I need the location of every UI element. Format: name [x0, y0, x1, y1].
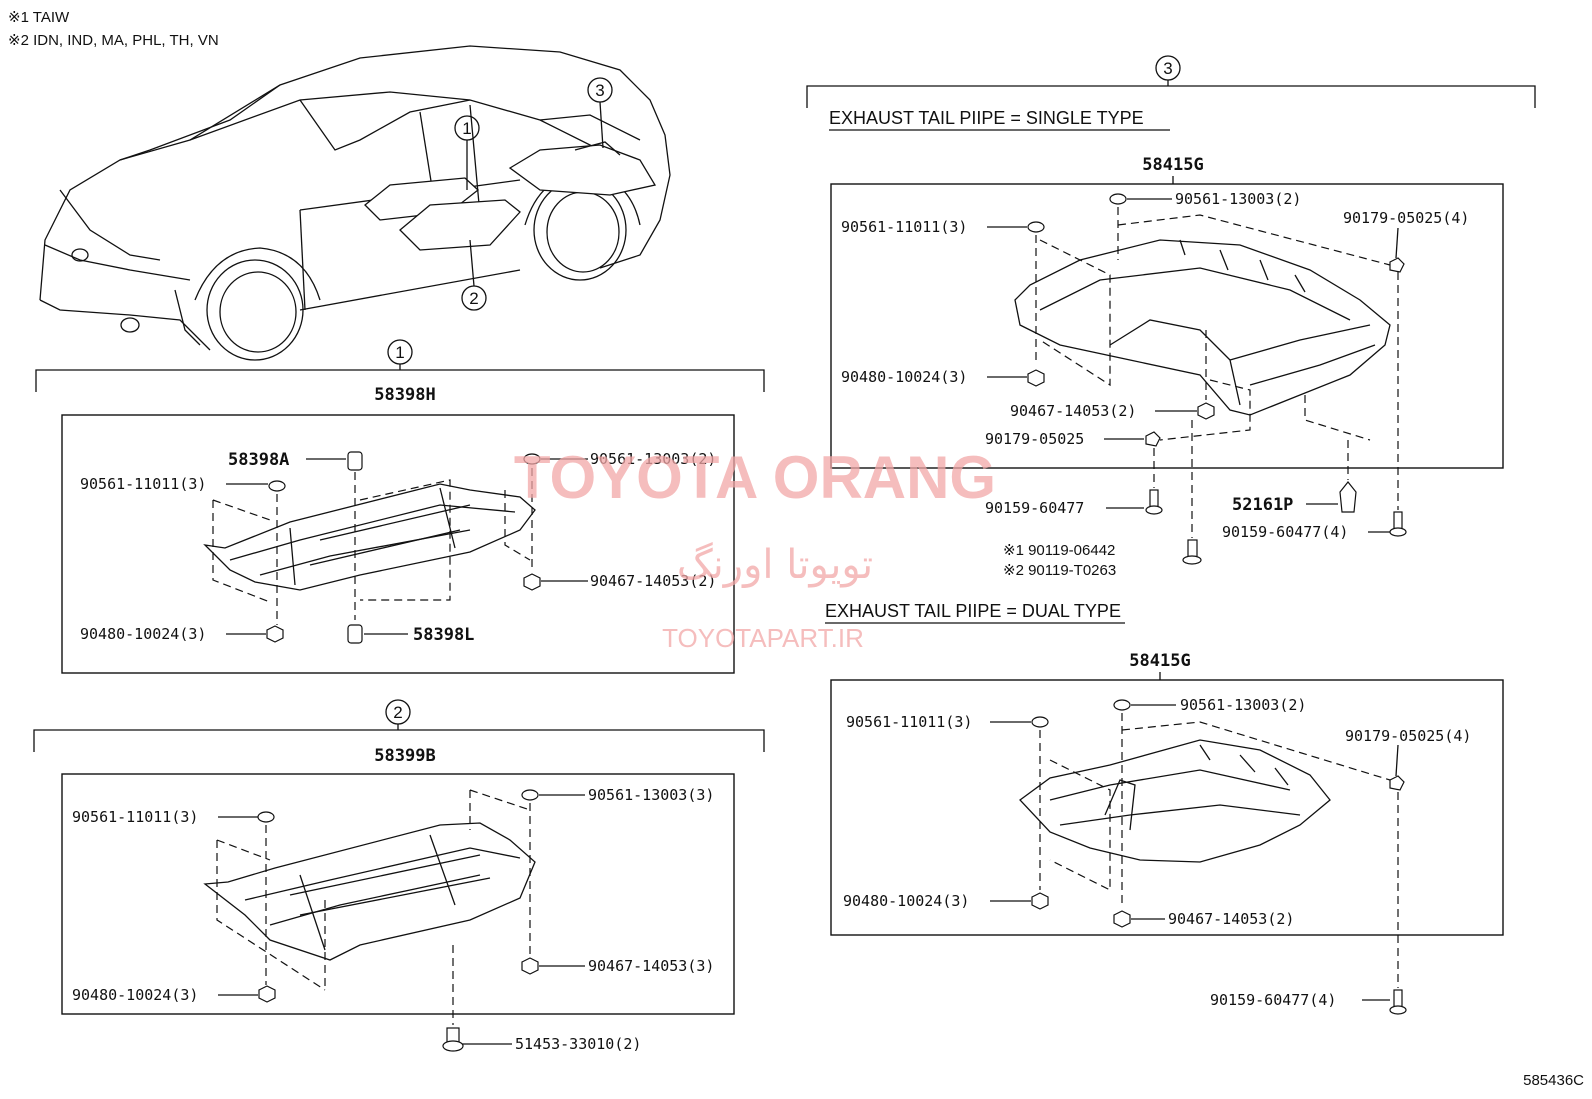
clip-52161p [1306, 481, 1357, 513]
label-90467-14053-s2: 90467-14053(3) [588, 957, 714, 975]
label-90561-11011-dual: 90561-11011(3) [846, 713, 972, 731]
label-90561-13003-single: 90561-13003(2) [1175, 190, 1301, 208]
section-1-box [61, 414, 735, 674]
watermark-brand: TOYOTA ORANG [514, 444, 996, 511]
single-box [830, 183, 1504, 469]
section-3-callout: 3 [1163, 59, 1172, 78]
watermark-persian: تویوتا اورنگ [677, 542, 873, 588]
label-51453-33010: 51453-33010(2) [515, 1035, 641, 1053]
dual-box [830, 679, 1504, 936]
clip-90561-13003 [523, 453, 588, 465]
label-90467-14053: 90467-14053(2) [590, 572, 716, 590]
label-90467-14053-single: 90467-14053(2) [1010, 402, 1136, 420]
label-90467-14053-dual: 90467-14053(2) [1168, 910, 1294, 928]
label-90179-05025-4-single: 90179-05025(4) [1343, 209, 1469, 227]
under-cover-2 [203, 822, 536, 961]
figure-code: 585436C [1523, 1072, 1584, 1089]
note-2: ※2 IDN, IND, MA, PHL, TH, VN [8, 32, 219, 49]
section-1-assembly: 58398H [374, 385, 435, 405]
clip-90561-13003-dual [1113, 699, 1176, 711]
engine-under-cover-dual [1019, 739, 1331, 863]
label-90561-13003-s2: 90561-13003(3) [588, 786, 714, 804]
dual-type-header: EXHAUST TAIL PIIPE = DUAL TYPE [825, 601, 1121, 621]
svg-text:1: 1 [462, 119, 471, 138]
clip-58398a [306, 451, 363, 471]
nut-90467-14053-single [1155, 402, 1215, 420]
single-assembly: 58415G [1142, 155, 1203, 175]
clip-58398l [347, 624, 408, 644]
callout-1-car: 1 [454, 115, 480, 190]
label-90179-05025-4-dual: 90179-05025(4) [1345, 727, 1471, 745]
label-90561-11011-single: 90561-11011(3) [841, 218, 967, 236]
label-90480-10024-single: 90480-10024(3) [841, 368, 967, 386]
section-1-callout: 1 [395, 343, 404, 362]
label-90480-10024-dual: 90480-10024(3) [843, 892, 969, 910]
label-90480-10024-s2: 90480-10024(3) [72, 986, 198, 1004]
label-58398a: 58398A [228, 450, 289, 470]
label-90159-60477-4-single: 90159-60477(4) [1222, 523, 1348, 541]
label-90119-06442: ※1 90119-06442 [1003, 542, 1115, 559]
bolt-90159-60477-single [1106, 489, 1163, 515]
callout-2-car: 2 [461, 239, 487, 311]
section-3: 3 EXHAUST TAIL PIIPE = SINGLE TYPE 58415… [806, 55, 1536, 1015]
label-90561-13003: 90561-13003(2) [590, 450, 716, 468]
label-90561-11011-s2: 90561-11011(3) [72, 808, 198, 826]
clip-90561-13003-single [1109, 193, 1172, 205]
dual-assembly: 58415G [1129, 651, 1190, 671]
section-2: 2 58399B 90561-11011(3) 90561-13003(3) 9… [33, 699, 765, 1053]
callout-3-car: 3 [587, 77, 613, 149]
label-90561-13003-dual: 90561-13003(2) [1180, 696, 1306, 714]
under-cover-1 [203, 483, 536, 591]
watermark-site: TOYOTAPART.IR [662, 623, 864, 653]
nut-90467-14053-s2 [521, 957, 585, 975]
engine-under-cover-single [1014, 239, 1391, 416]
clip-90179-05025-single [1104, 431, 1161, 447]
label-90119-t0263: ※2 90119-T0263 [1003, 562, 1116, 579]
nut-90480-10024 [226, 625, 284, 643]
single-type-header: EXHAUST TAIL PIIPE = SINGLE TYPE [829, 108, 1144, 128]
label-90179-05025-single: 90179-05025 [985, 430, 1084, 448]
clip-90561-11011-dual [990, 716, 1049, 728]
nut-90467-14053-dual [1113, 910, 1165, 928]
nut-90480-10024-single [987, 369, 1045, 387]
bolt-90159-60477-4-dual [1362, 989, 1407, 1015]
label-90159-60477-4-dual: 90159-60477(4) [1210, 991, 1336, 1009]
section-2-box [61, 773, 735, 1015]
label-90480-10024: 90480-10024(3) [80, 625, 206, 643]
label-52161p: 52161P [1232, 495, 1293, 515]
clip-90561-13003-s2 [521, 789, 585, 801]
clip-90179-05025-4-dual [1389, 744, 1405, 791]
label-58398l: 58398L [413, 625, 474, 645]
car-illustration [39, 45, 671, 361]
svg-text:3: 3 [595, 81, 604, 100]
section-2-callout: 2 [393, 703, 402, 722]
nut-90467-14053 [523, 573, 588, 591]
nut-90480-10024-s2 [218, 985, 276, 1003]
note-1: ※1 TAIW [8, 9, 70, 26]
clip-90561-11011-s2 [218, 811, 275, 823]
svg-text:2: 2 [469, 289, 478, 308]
section-2-assembly: 58399B [374, 746, 435, 766]
bolt-90119-single [1182, 539, 1202, 565]
label-90561-11011: 90561-11011(3) [80, 475, 206, 493]
nut-90480-10024-dual [990, 892, 1049, 910]
clip-90179-05025-4-single [1389, 257, 1405, 273]
label-90159-60477-single: 90159-60477 [985, 499, 1084, 517]
bolt-90159-60477-4-single [1368, 511, 1407, 537]
clip-90561-11011-single [987, 221, 1045, 233]
watermark: TOYOTA ORANG تویوتا اورنگ TOYOTAPART.IR [514, 444, 996, 653]
clip-90561-11011 [226, 480, 286, 492]
bolt-51453-33010 [442, 1027, 512, 1052]
section-1: 1 58398H 58398A 58398L 90561-11011(3) 90… [35, 339, 765, 674]
